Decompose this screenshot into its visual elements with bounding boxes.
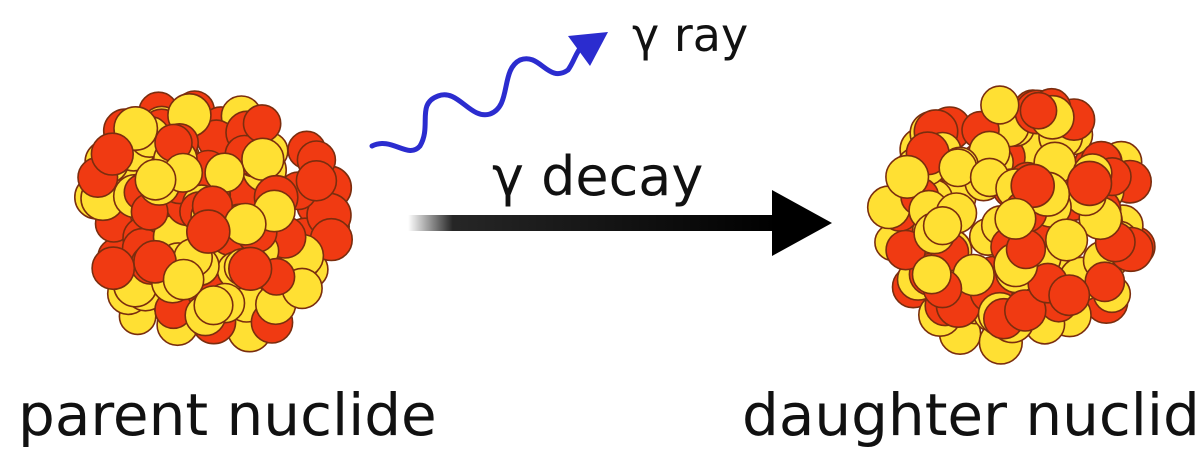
proton-sphere [91, 246, 136, 291]
proton-sphere [186, 209, 231, 254]
gamma-ray-label: γ ray [632, 8, 749, 62]
neutron-sphere [980, 85, 1020, 125]
neutron-sphere [885, 154, 930, 199]
proton-sphere [1048, 274, 1091, 317]
proton-sphere [90, 132, 135, 176]
gamma-ray-arrowhead [568, 32, 608, 66]
proton-sphere [228, 246, 273, 291]
neutron-sphere [922, 206, 963, 246]
daughter-nucleus [866, 85, 1156, 365]
proton-sphere [1066, 160, 1113, 207]
neutron-sphere [1044, 218, 1089, 262]
neutron-sphere [134, 158, 177, 201]
neutron-sphere [223, 202, 267, 246]
parent-nuclide-label: parent nuclide [18, 381, 437, 449]
gamma-decay-label: γ decay [492, 145, 704, 208]
proton-sphere [1019, 91, 1058, 130]
decay-arrowhead [772, 190, 832, 256]
neutron-sphere [193, 285, 234, 326]
neutron-sphere [162, 258, 205, 301]
neutron-sphere [994, 197, 1037, 240]
decay-arrow-shaft [408, 215, 780, 231]
proton-sphere [295, 160, 338, 202]
proton-sphere [242, 104, 282, 143]
neutron-sphere [911, 254, 952, 295]
gamma-ray-wave [369, 43, 585, 153]
neutron-sphere [241, 137, 285, 181]
parent-nucleus [74, 90, 353, 353]
proton-sphere [1004, 289, 1047, 332]
daughter-nuclide-label: daughter nuclide [742, 381, 1196, 449]
